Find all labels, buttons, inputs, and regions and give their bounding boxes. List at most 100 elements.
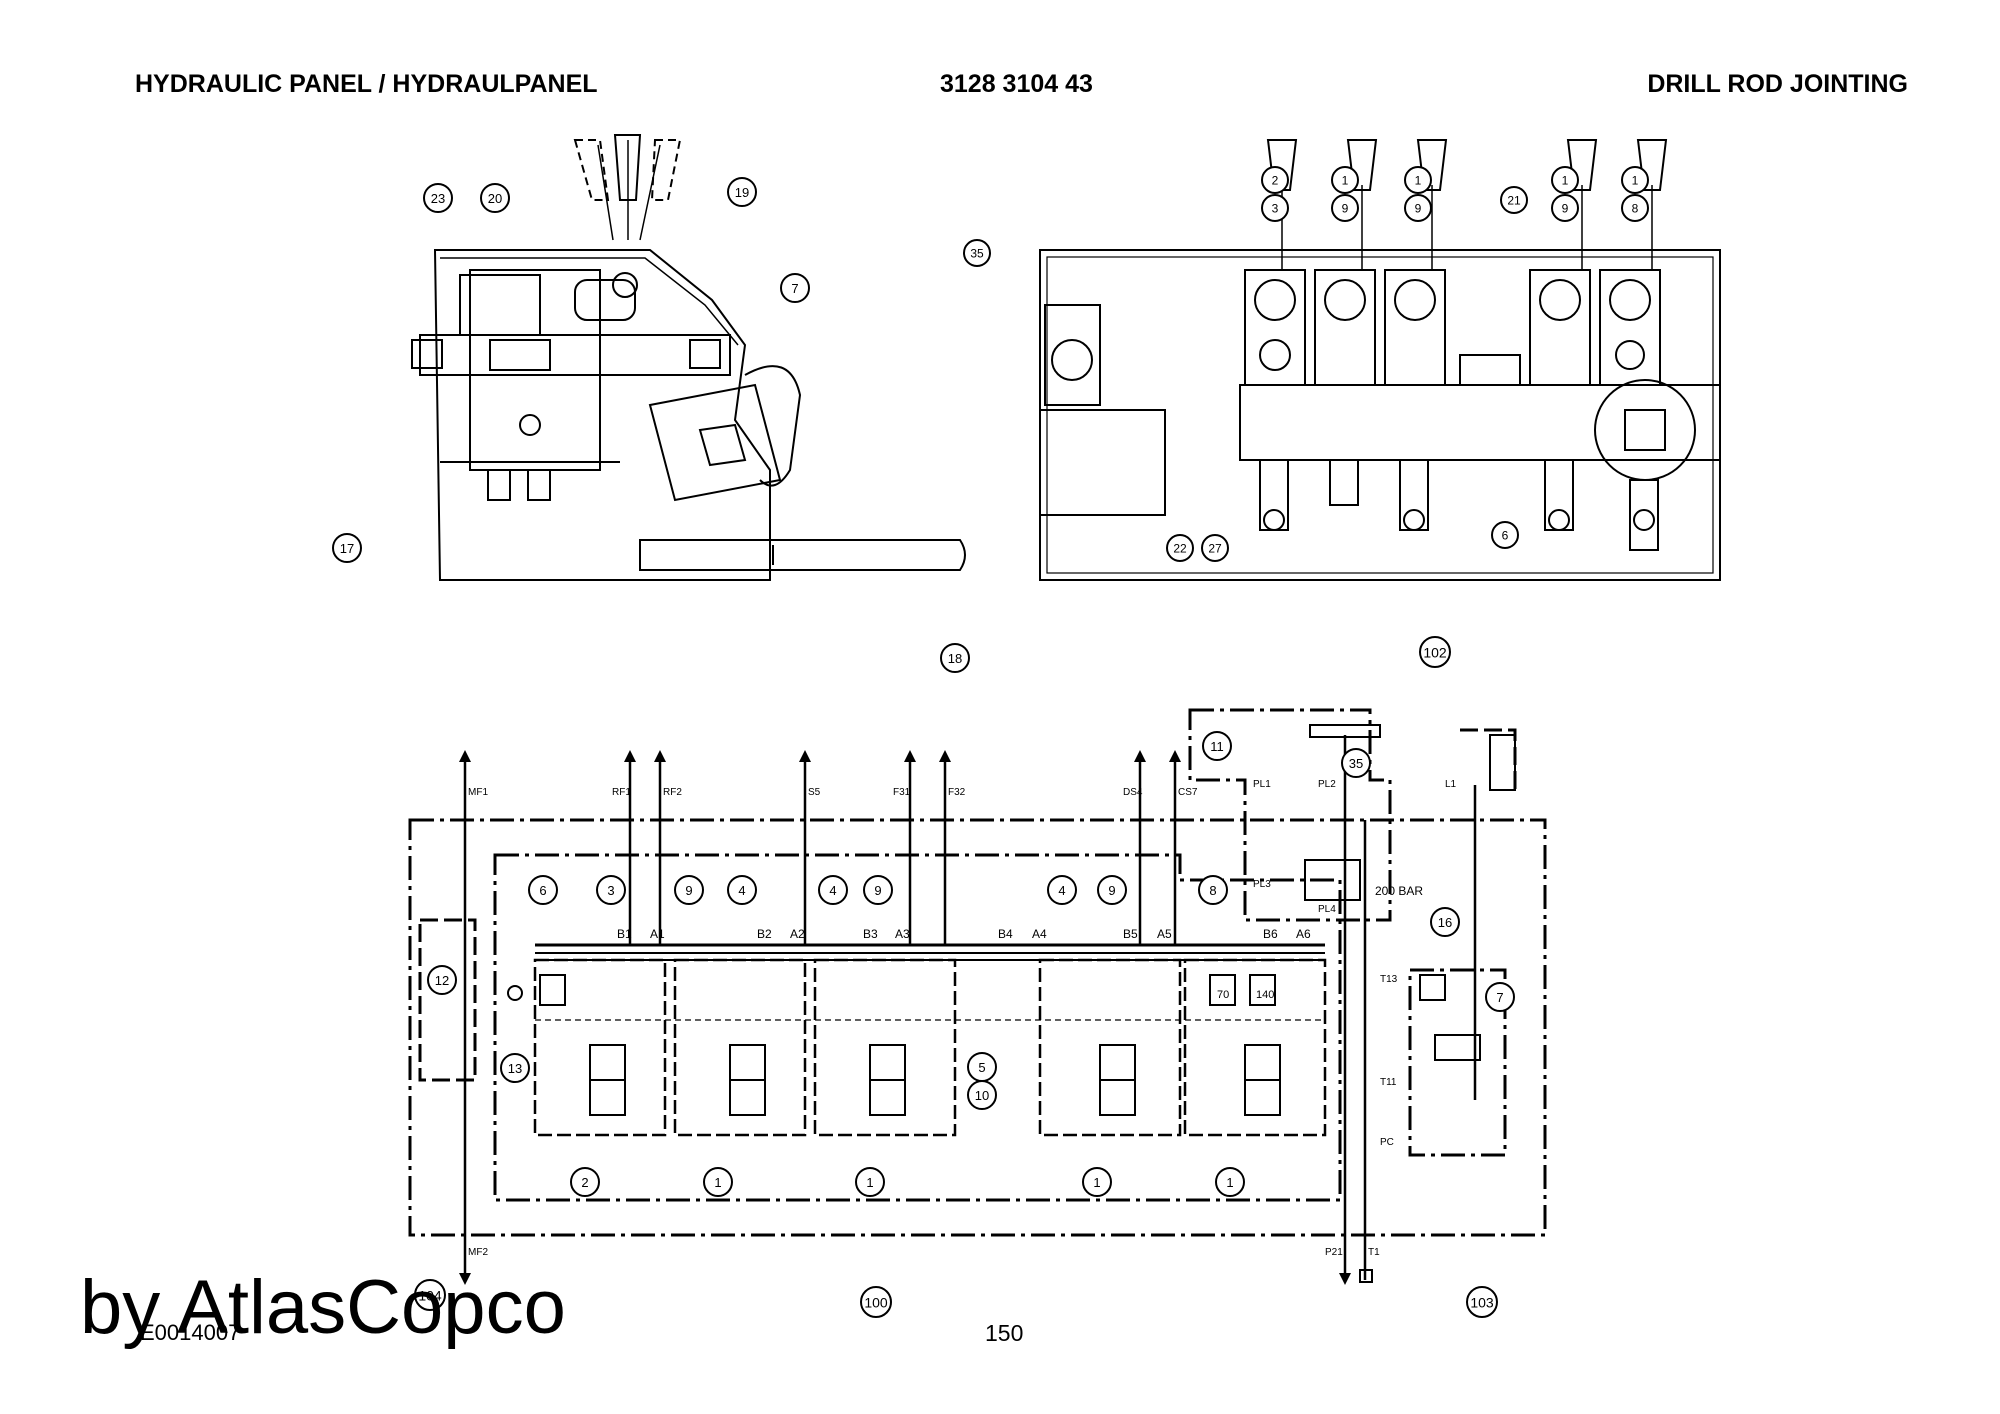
spool-label: A1 bbox=[650, 927, 665, 941]
assembly-callout: 103 bbox=[1466, 1286, 1498, 1318]
side-callout: 17 bbox=[332, 533, 362, 563]
spool-label: A6 bbox=[1296, 927, 1311, 941]
front-callout: 27 bbox=[1201, 534, 1229, 562]
page-number: 150 bbox=[985, 1320, 1024, 1346]
component-callout: 12 bbox=[427, 965, 457, 995]
front-callout: 2 bbox=[1261, 166, 1289, 194]
component-callout: 1 bbox=[703, 1167, 733, 1197]
front-callout: 3 bbox=[1261, 194, 1289, 222]
component-callout: 7 bbox=[1485, 982, 1515, 1012]
svg-text:10: 10 bbox=[975, 1088, 989, 1103]
svg-text:100: 100 bbox=[864, 1294, 888, 1310]
svg-text:9: 9 bbox=[1108, 883, 1115, 898]
assembly-callout: 100 bbox=[860, 1286, 892, 1318]
component-callout: 10 bbox=[967, 1080, 997, 1110]
port-label: PL4 bbox=[1318, 904, 1336, 915]
svg-text:9: 9 bbox=[1342, 202, 1349, 216]
spool-label: B6 bbox=[1263, 927, 1278, 941]
svg-text:102: 102 bbox=[1423, 644, 1447, 660]
svg-text:7: 7 bbox=[791, 281, 798, 296]
svg-text:35: 35 bbox=[1349, 756, 1363, 771]
component-callout: 4 bbox=[727, 875, 757, 905]
pressure-label: 200 BAR bbox=[1375, 884, 1423, 898]
spool-label: B5 bbox=[1123, 927, 1138, 941]
front-callout: 9 bbox=[1551, 194, 1579, 222]
svg-text:3: 3 bbox=[607, 883, 614, 898]
component-callout: 2 bbox=[570, 1167, 600, 1197]
port-label: RF1 bbox=[612, 787, 631, 798]
svg-text:104: 104 bbox=[418, 1287, 442, 1303]
port-label: P21 bbox=[1325, 1247, 1343, 1258]
assembly-callout: 102 bbox=[1419, 636, 1451, 668]
svg-text:9: 9 bbox=[685, 883, 692, 898]
svg-text:4: 4 bbox=[738, 883, 745, 898]
document-title: HYDRAULIC PANEL / HYDRAULPANEL bbox=[135, 70, 598, 98]
front-callout: 1 bbox=[1551, 166, 1579, 194]
svg-text:9: 9 bbox=[1562, 202, 1569, 216]
svg-text:5: 5 bbox=[978, 1060, 985, 1075]
svg-text:21: 21 bbox=[1507, 194, 1521, 208]
component-callout: 9 bbox=[674, 875, 704, 905]
svg-text:1: 1 bbox=[1562, 174, 1569, 188]
component-callout: 1 bbox=[855, 1167, 885, 1197]
port-label: F32 bbox=[948, 787, 966, 798]
front-callout: 35 bbox=[963, 239, 991, 267]
spool-label: A3 bbox=[895, 927, 910, 941]
svg-text:1: 1 bbox=[1632, 174, 1639, 188]
port-label: MF2 bbox=[468, 1247, 488, 1258]
front-callout: 8 bbox=[1621, 194, 1649, 222]
svg-text:3: 3 bbox=[1272, 202, 1279, 216]
component-callout: 4 bbox=[818, 875, 848, 905]
component-callout: 4 bbox=[1047, 875, 1077, 905]
front-callout: 6 bbox=[1491, 521, 1519, 549]
svg-text:13: 13 bbox=[508, 1061, 522, 1076]
front-view bbox=[1039, 139, 1721, 581]
svg-text:11: 11 bbox=[1210, 739, 1224, 754]
svg-text:22: 22 bbox=[1173, 542, 1187, 556]
drawing-code: E0014007 bbox=[140, 1320, 241, 1345]
component-callout: 9 bbox=[863, 875, 893, 905]
component-callout: 1 bbox=[1082, 1167, 1112, 1197]
port-label: DS4 bbox=[1123, 787, 1143, 798]
side-callout: 18 bbox=[940, 643, 970, 673]
port-label: PL1 bbox=[1253, 779, 1271, 790]
spool-label: B2 bbox=[757, 927, 772, 941]
port-label: S5 bbox=[808, 787, 821, 798]
side-callout: 23 bbox=[423, 183, 453, 213]
svg-text:17: 17 bbox=[340, 541, 354, 556]
port-label: T1 bbox=[1368, 1247, 1380, 1258]
svg-text:9: 9 bbox=[1415, 202, 1422, 216]
relief-value-2: 140 bbox=[1256, 989, 1274, 1001]
svg-text:4: 4 bbox=[1058, 883, 1065, 898]
component-callout: 1 bbox=[1215, 1167, 1245, 1197]
side-callout: 19 bbox=[727, 177, 757, 207]
component-callout: 3 bbox=[596, 875, 626, 905]
svg-text:6: 6 bbox=[1502, 529, 1509, 543]
side-callout: 7 bbox=[780, 273, 810, 303]
section-title: DRILL ROD JOINTING bbox=[1647, 70, 1908, 98]
svg-text:19: 19 bbox=[735, 185, 749, 200]
front-callout: 9 bbox=[1331, 194, 1359, 222]
front-callout: 9 bbox=[1404, 194, 1432, 222]
svg-text:8: 8 bbox=[1632, 202, 1639, 216]
port-label: T11 bbox=[1380, 1077, 1397, 1088]
side-callout: 20 bbox=[480, 183, 510, 213]
port-label: PL3 bbox=[1253, 879, 1271, 890]
front-callout: 21 bbox=[1500, 186, 1528, 214]
component-callout: 5 bbox=[967, 1052, 997, 1082]
svg-text:1: 1 bbox=[714, 1175, 721, 1190]
spool-label: A5 bbox=[1157, 927, 1172, 941]
port-label: PL2 bbox=[1318, 779, 1336, 790]
front-callout: 22 bbox=[1166, 534, 1194, 562]
svg-text:20: 20 bbox=[488, 191, 502, 206]
component-callout: 35 bbox=[1341, 748, 1371, 778]
svg-text:9: 9 bbox=[874, 883, 881, 898]
svg-text:16: 16 bbox=[1438, 915, 1452, 930]
svg-text:6: 6 bbox=[539, 883, 546, 898]
side-view bbox=[411, 134, 966, 581]
part-number: 3128 3104 43 bbox=[940, 70, 1093, 98]
svg-text:7: 7 bbox=[1496, 990, 1503, 1005]
